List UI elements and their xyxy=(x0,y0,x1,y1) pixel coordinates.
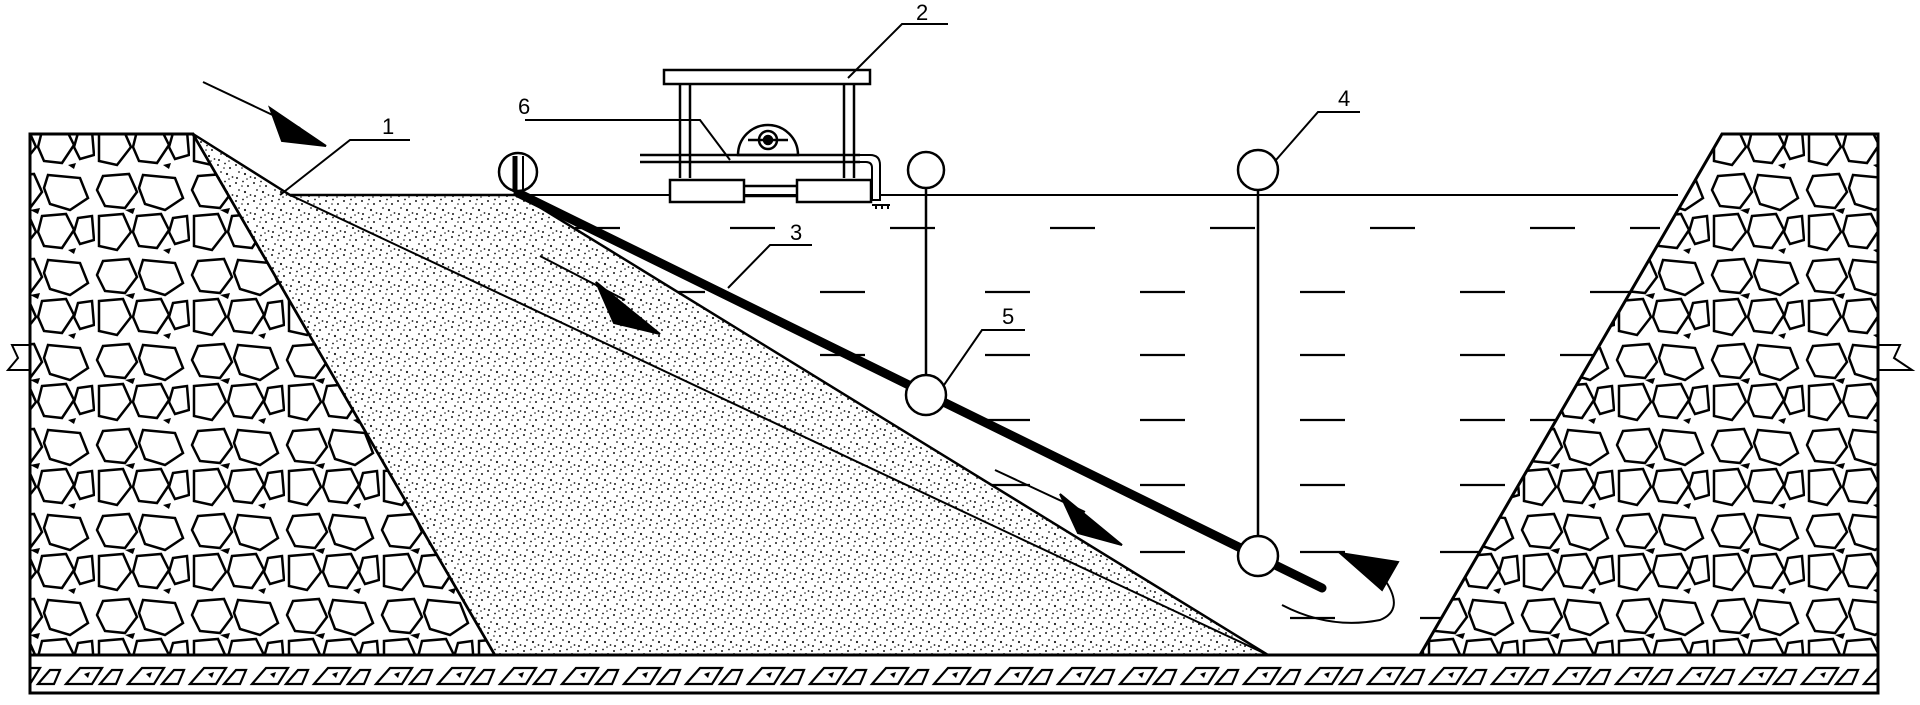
leader-lines xyxy=(279,23,1360,386)
callout-label-1: 1 xyxy=(382,114,394,139)
tank-floor xyxy=(28,653,1880,695)
float-assembly-5 xyxy=(904,150,948,417)
left-wall-notch xyxy=(5,344,30,371)
pipe-inlet-fitting xyxy=(497,151,539,193)
callout-label-2: 2 xyxy=(916,0,928,25)
pump-carriage xyxy=(640,68,890,209)
right-rock-embankment xyxy=(1417,132,1880,657)
flow-arrows xyxy=(202,81,1400,624)
sediment-slope-line xyxy=(289,194,1269,656)
sediment-wedge xyxy=(191,132,1273,657)
float-assembly-4 xyxy=(1236,148,1280,578)
right-wall-notch xyxy=(1878,344,1916,371)
callout-label-4: 4 xyxy=(1338,86,1350,111)
callout-label-3: 3 xyxy=(790,220,802,245)
callout-label-5: 5 xyxy=(1002,304,1014,329)
callout-label-6: 6 xyxy=(518,94,530,119)
